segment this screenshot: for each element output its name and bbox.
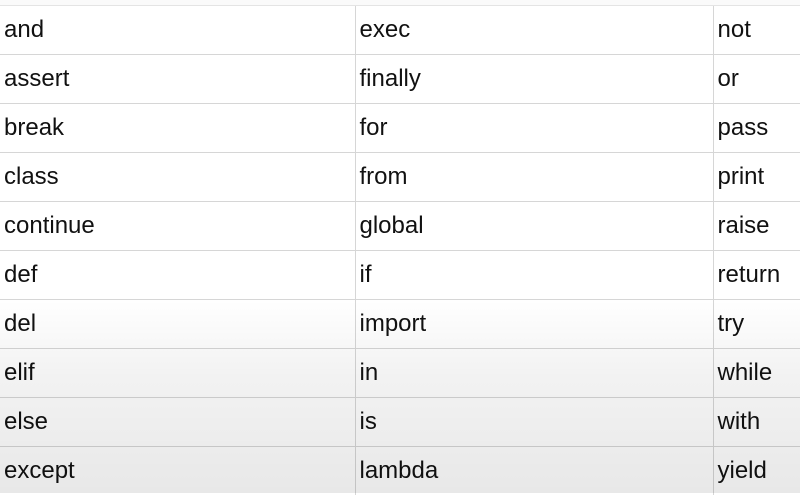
- table-cell: pass: [713, 104, 800, 153]
- table-row: class from print: [0, 153, 800, 202]
- table-row: continue global raise: [0, 202, 800, 251]
- table-row: except lambda yield: [0, 447, 800, 495]
- table-cell: raise: [713, 202, 800, 251]
- table-cell: except: [0, 447, 355, 495]
- table-cell: finally: [355, 55, 713, 104]
- table-cell: yield: [713, 447, 800, 495]
- table-cell: else: [0, 398, 355, 447]
- table-cell: elif: [0, 349, 355, 398]
- table-cell: if: [355, 251, 713, 300]
- table-row: elif in while: [0, 349, 800, 398]
- table-cell: not: [713, 6, 800, 55]
- table-cell: class: [0, 153, 355, 202]
- table-cell: return: [713, 251, 800, 300]
- table-cell: assert: [0, 55, 355, 104]
- table-row: del import try: [0, 300, 800, 349]
- table-cell: and: [0, 6, 355, 55]
- table-row: and exec not: [0, 6, 800, 55]
- table-cell: lambda: [355, 447, 713, 495]
- table-cell: def: [0, 251, 355, 300]
- table-cell: global: [355, 202, 713, 251]
- table-row: break for pass: [0, 104, 800, 153]
- table-cell: is: [355, 398, 713, 447]
- table-cell: import: [355, 300, 713, 349]
- table-cell: or: [713, 55, 800, 104]
- table-cell: break: [0, 104, 355, 153]
- table-cell: print: [713, 153, 800, 202]
- table-cell: with: [713, 398, 800, 447]
- table-row: else is with: [0, 398, 800, 447]
- table-row: def if return: [0, 251, 800, 300]
- table-cell: while: [713, 349, 800, 398]
- table-cell: for: [355, 104, 713, 153]
- table-cell: continue: [0, 202, 355, 251]
- table-cell: from: [355, 153, 713, 202]
- table-cell: exec: [355, 6, 713, 55]
- table-cell: in: [355, 349, 713, 398]
- keyword-table: and exec not assert finally or break for…: [0, 5, 800, 495]
- table-cell: try: [713, 300, 800, 349]
- table-row: assert finally or: [0, 55, 800, 104]
- table-cell: del: [0, 300, 355, 349]
